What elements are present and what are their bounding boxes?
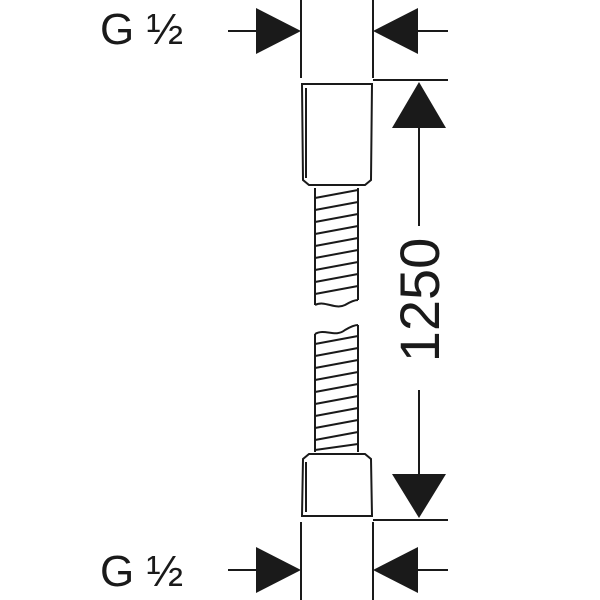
hose-upper-outline	[314, 188, 359, 305]
top-diameter-dimension	[228, 8, 448, 54]
hose-upper-coils	[314, 189, 359, 295]
top-nut	[300, 83, 374, 186]
hose-length-label: 1250	[388, 231, 451, 369]
bottom-diameter-dimension	[228, 547, 448, 593]
bottom-nut	[300, 453, 374, 517]
top-thread-label: G ½	[100, 5, 184, 54]
hose-lower-break	[314, 324, 359, 335]
hose-upper-break	[314, 299, 359, 308]
length-dimension	[392, 82, 446, 518]
bottom-thread-label: G ½	[100, 547, 184, 596]
hose-lower-coils	[314, 335, 359, 451]
hose-lower-outline	[314, 325, 359, 452]
